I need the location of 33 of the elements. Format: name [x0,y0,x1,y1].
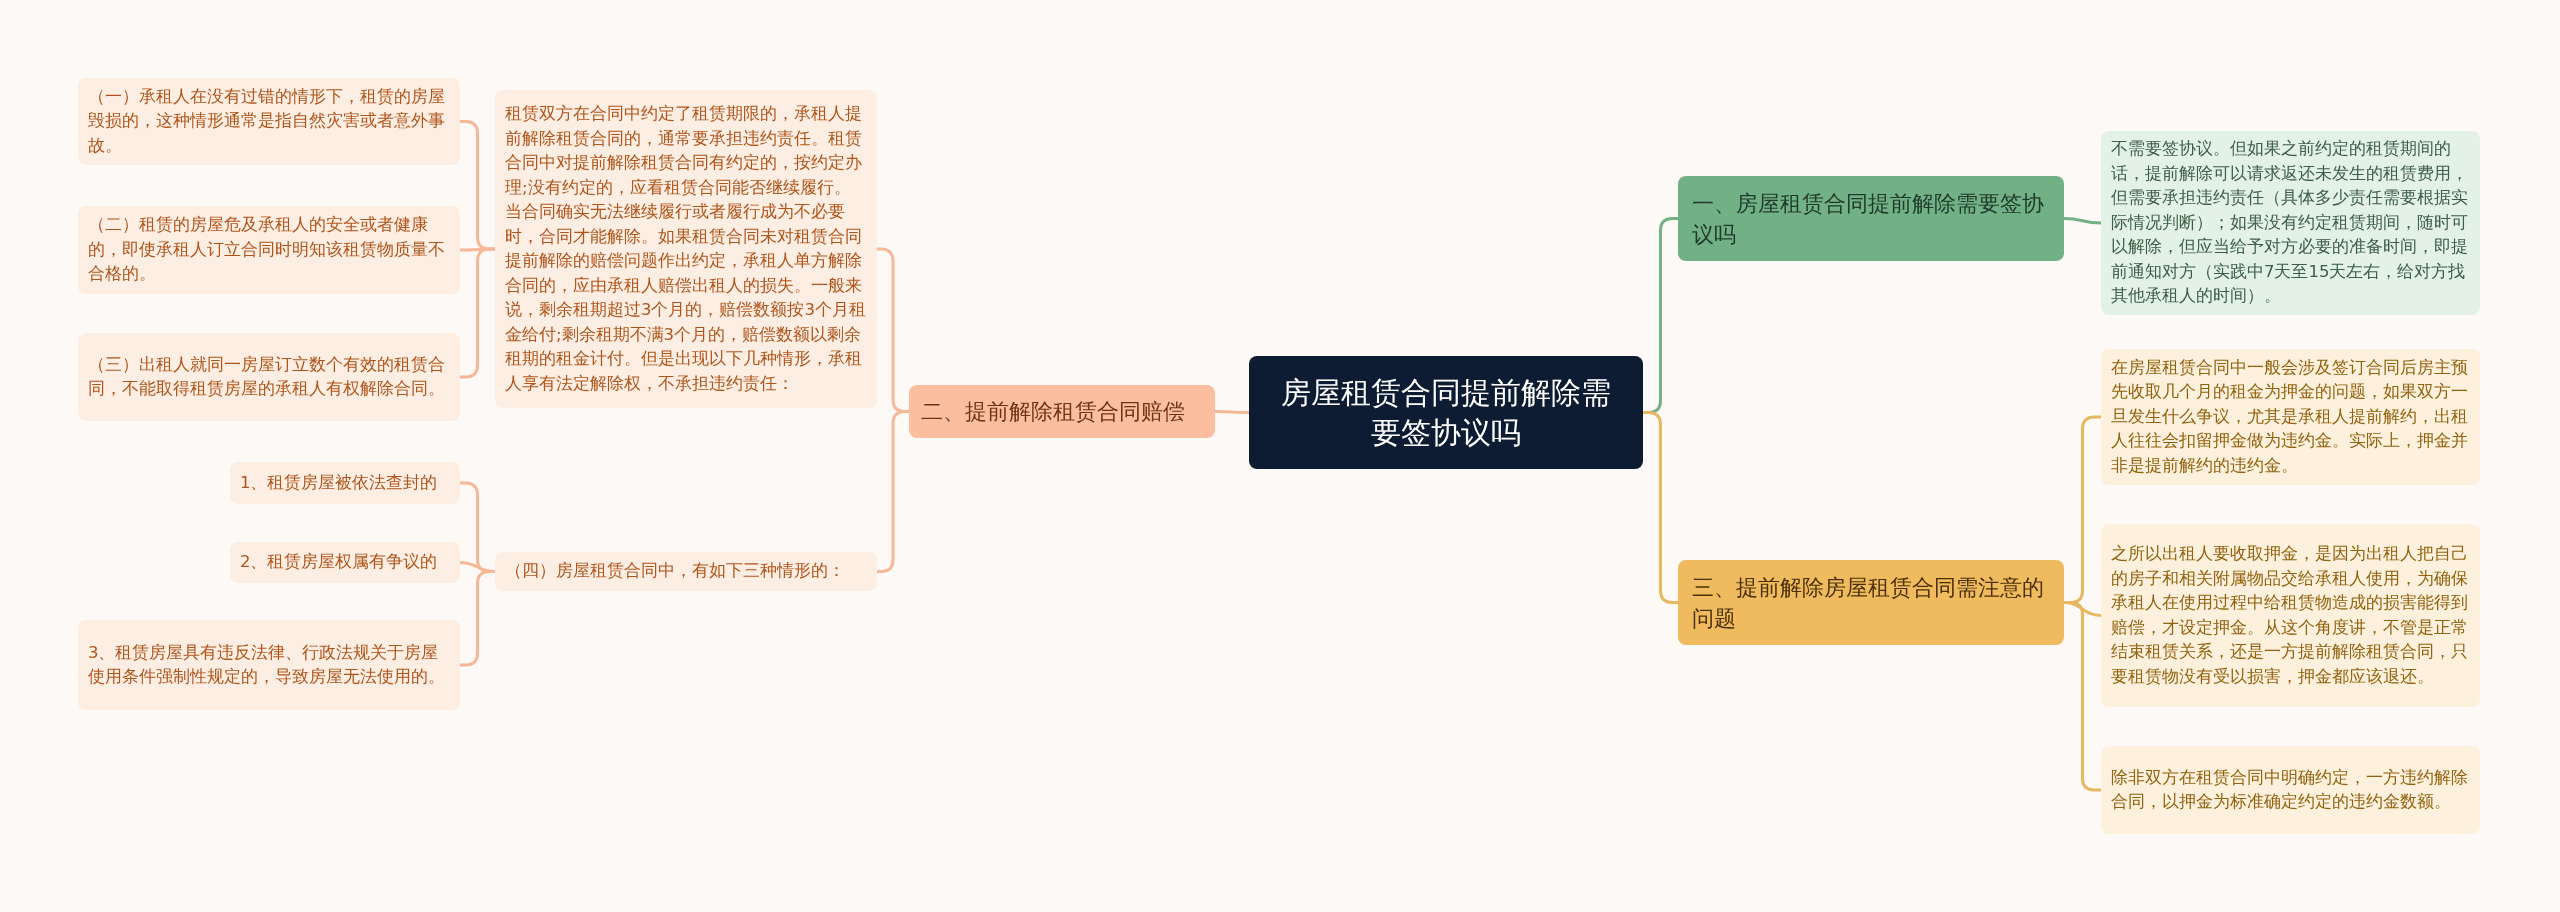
note-box [2101,349,2480,485]
branch-topic-box [1678,176,2064,261]
connector-line [2064,601,2101,792]
branch-topic-box [1678,560,2064,645]
note-box [2101,746,2480,834]
branch-topic-text: 三、提前解除房屋租赁合同需注意的问题 [1692,573,2045,633]
note-box [230,462,460,504]
note-box [230,542,460,583]
note-box [78,206,460,294]
note-box [78,78,460,165]
note-text: 1、租赁房屋被依法查封的 [240,471,439,494]
note-text: （二）租赁的房屋危及承租人的安全或者健康的，即使承租人订立合同时明知该租赁物质量不合格的。 [88,214,446,286]
note-text: 3、租赁房屋具有违反法律、行政法规关于房屋使用条件强制性规定的，导致房屋无法使用的。 [88,641,446,688]
note-box [2101,524,2480,707]
note-box [78,620,460,710]
note-box [495,552,877,591]
note-text: 在房屋租赁合同中一般会涉及签订合同后房主预先收取几个月的租金为押金的问题，如果双方一旦发生什么争议，尤其是承租人提前解约，出租人往往会扣留押金做为违约金。实际上，押金并非是提前解约的违约金。 [2111,356,2469,477]
note-text: 之所以出租人要收取押金，是因为出租人把自己的房子和相关附属物品交给承租人使用，为确保承租人在使用过程中给租赁物造成的损害能得到赔偿，才设定押金。从这个角度讲，不管是正常结束租赁关系，还是一方提前解除租赁合同，只要租赁物没有受以损害，押金都应该退还。 [2111,543,2469,688]
note-text: 不需要签协议。但如果之前约定的租赁期间的话，提前解除可以请求返还未发生的租赁费用，但需要承担违约责任（具体多少责任需要根据实际情况判断）；如果没有约定租赁期间，随时可以解除，但应当给予对方必要的准备时间，即提前通知对方（实践中7天至15天左右，给对方找其他承租人的时间）。 [2111,138,2469,307]
connector-line [2063,217,2102,225]
note-text: （三）出租人就同一房屋订立数个有效的租赁合同，不能取得租赁房屋的承租人有权解除合同。 [88,353,446,400]
note-text: 除非双方在租赁合同中明确约定，一方违约解除合同，以押金为标准确定约定的违约金数额。 [2111,766,2469,813]
connector-line [1215,410,1249,414]
note-text: 租赁双方在合同中约定了租赁期限的，承租人提前解除租赁合同的，通常要承担违约责任。租赁合同中对提前解除租赁合同有约定的，按约定办理;没有约定的，应看租赁合同能否继续履行。当合同确实无法继续履行或者履行成为不必要时，合同才能解除。如果租赁合同未对租赁合同提前解除的赔偿问题作出约定，承租人单方解除合同的，应由承租人赔偿出租人的损失。一般来说，剩余租期超过3个月的，赔偿数额按3个月租金给付;剩余租期不满3个月的，赔偿数额以剩余租期的租金计付。但是出现以下几种情形，承租人享有法定解除权，不承担违约责任： [505,103,867,395]
branch-topic-text: 一、房屋租赁合同提前解除需要签协议吗 [1692,189,2045,249]
note-text: （四）房屋租赁合同中，有如下三种情形的： [505,560,846,583]
note-text: （一）承租人在没有过错的情形下，租赁的房屋毁损的，这种情形通常是指自然灾害或者意外事故。 [88,85,446,157]
note-text: 2、租赁房屋权属有争议的 [240,551,439,574]
central-topic-box [1249,356,1643,469]
branch-topic-text: 二、提前解除租赁合同赔偿 [921,398,1186,426]
note-box [78,333,460,421]
branch-topic-box [909,385,1215,438]
central-topic-text: 房屋租赁合同提前解除需要签协议吗 [1280,373,1612,452]
